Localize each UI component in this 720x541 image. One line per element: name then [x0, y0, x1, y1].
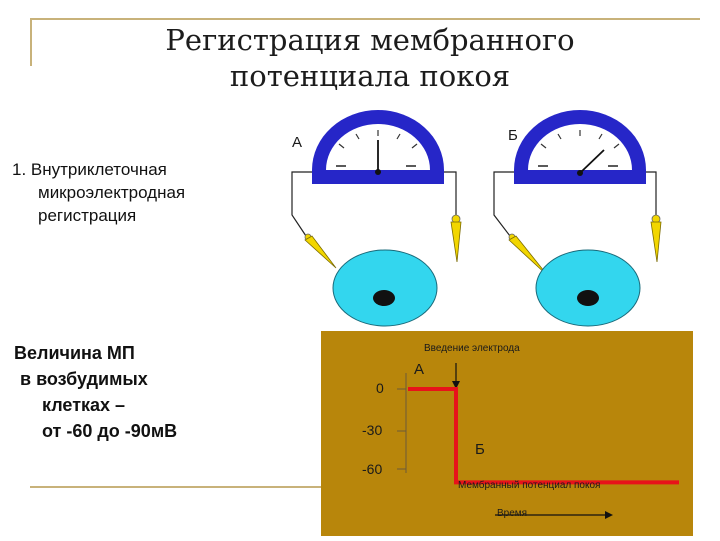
electrode-b-reference [650, 214, 662, 263]
bullet2-line1: Величина МП [14, 343, 135, 363]
slide-title: Регистрация мембранного потенциала покоя [60, 22, 680, 94]
time-axis-label: Время [497, 508, 528, 519]
bullet-recording-method: 1. Внутриклеточная микроэлектродная реги… [12, 158, 185, 227]
cell-a [332, 249, 438, 327]
electrode-insertion-label: Введение электрода [424, 343, 520, 354]
meter-b-label: Б [508, 127, 518, 144]
wire-b-left [493, 171, 514, 237]
recording-chart-panel: Введение электрода А Б 0 -30 -60 Мембран… [321, 331, 693, 536]
meter-a [312, 110, 444, 184]
electrode-b-intracellular [508, 233, 549, 277]
ytick-label-0: 0 [376, 380, 384, 396]
bullet2-line3: клетках – [42, 395, 126, 415]
cell-b-nucleus [577, 290, 599, 306]
meter-b-needle [579, 149, 605, 174]
potential-chart [397, 363, 679, 519]
wire-a-right [444, 171, 457, 218]
ytick-label-60: -60 [362, 461, 383, 477]
meter-b [514, 110, 646, 184]
frame-left-line [30, 18, 32, 66]
ytick-label-30: -30 [362, 422, 383, 438]
electrode-a-intracellular [304, 233, 337, 269]
resting-potential-caption: Мембранный потенциал покоя [458, 480, 601, 491]
bullet2-line4: от -60 до -90мВ [42, 421, 178, 441]
bullet1-line2: микроэлектродная [38, 183, 186, 202]
meter-a-label: А [292, 134, 303, 151]
title-line-1: Регистрация мембранного [165, 23, 575, 57]
wire-b-right [646, 171, 657, 218]
insertion-arrowhead [452, 381, 460, 389]
time-arrowhead [605, 511, 613, 519]
cell-a-nucleus [373, 290, 395, 306]
wire-a-left [291, 171, 312, 237]
point-a-label: А [414, 361, 425, 378]
bullet-mp-value: Величина МП в возбудимых клетках – от -6… [14, 340, 177, 444]
bullet2-line2: в возбудимых [20, 369, 148, 389]
point-b-label: Б [475, 441, 485, 458]
frame-top-line [30, 18, 700, 20]
bullet1-line1: 1. Внутриклеточная [12, 160, 167, 179]
membrane-potential-trace [408, 387, 679, 485]
recording-setup-diagram [291, 110, 662, 327]
electrode-a-reference [450, 214, 462, 263]
title-line-2: потенциала покоя [229, 59, 511, 93]
bullet1-line3: регистрация [38, 206, 137, 225]
cell-b [535, 249, 641, 327]
